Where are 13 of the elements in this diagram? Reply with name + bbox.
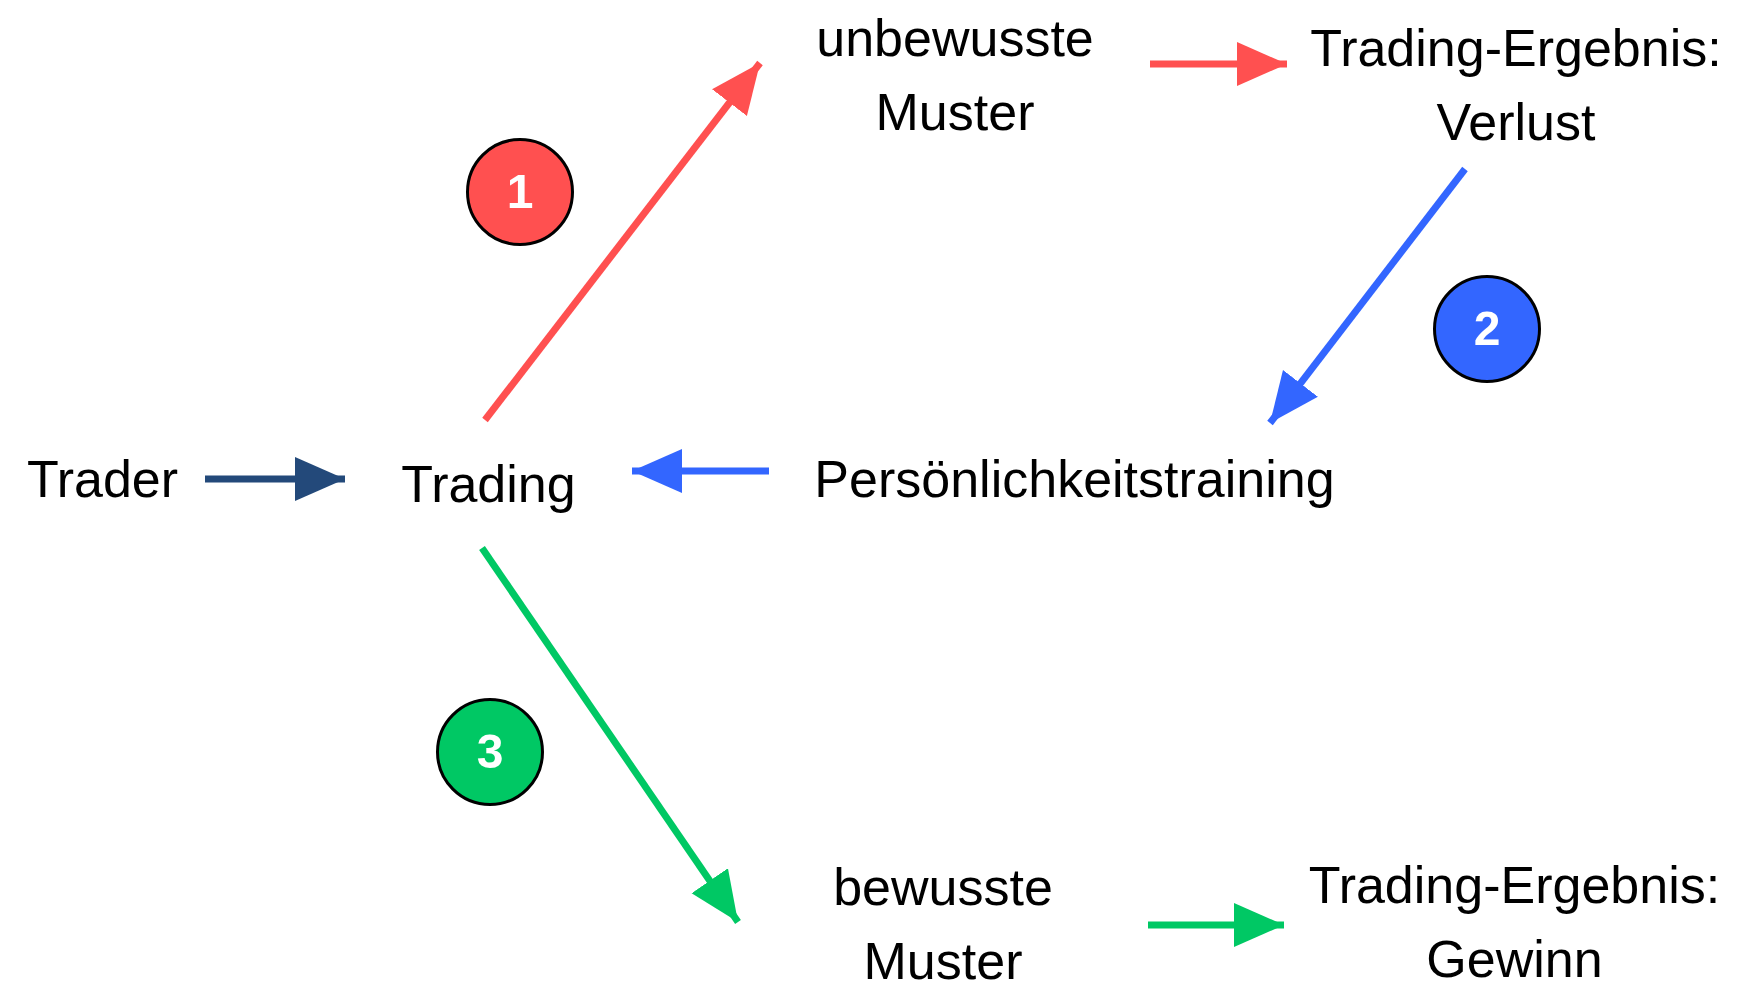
node-label: Trader	[26, 449, 179, 510]
step-number: 2	[1473, 305, 1501, 353]
node-label: Trading-Ergebnis: Verlust	[1309, 17, 1723, 153]
arrow	[479, 546, 741, 924]
node-label: Trading	[401, 454, 576, 515]
node-label: Persönlichkeitstraining	[814, 449, 1335, 510]
step-number: 3	[476, 728, 504, 776]
step-number: 1	[506, 168, 534, 216]
node-label: unbewusste Muster	[815, 8, 1095, 143]
arrow	[482, 60, 763, 423]
arrow	[1267, 166, 1468, 426]
node-label: bewusste Muster	[832, 857, 1054, 988]
node-label: Trading-Ergebnis: Gewinn	[1307, 854, 1722, 988]
